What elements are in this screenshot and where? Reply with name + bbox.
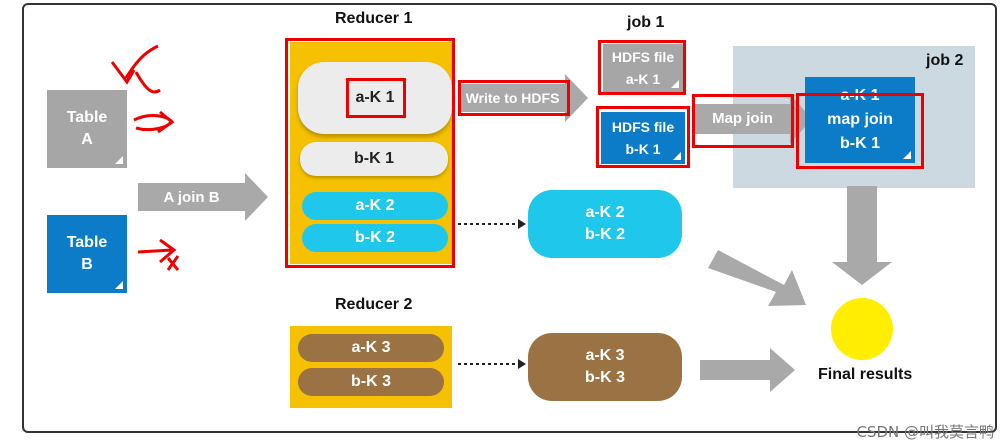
hdfs-file-b-key: b-K 1	[625, 141, 661, 157]
reducer1-item-bk1-label: b-K 1	[354, 150, 394, 167]
highlight-hdfs-file-b	[596, 106, 690, 168]
reducer1-item-ak2: a-K 2	[302, 192, 448, 220]
reducer1-item-bk2-label: b-K 2	[355, 229, 395, 246]
highlight-write-to-hdfs	[458, 80, 570, 116]
reducer2-item-ak3: a-K 3	[298, 334, 444, 362]
annotation-check-mark	[110, 44, 161, 94]
output-k2: a-K 2 b-K 2	[528, 190, 682, 258]
highlight-reducer1	[285, 38, 455, 268]
a-join-b-label: A join B	[163, 188, 220, 206]
output-k2-b: b-K 2	[585, 226, 625, 243]
table-a: Table A	[47, 90, 127, 168]
output-k2-a: a-K 2	[585, 204, 625, 221]
reducer1-item-bk1: b-K 1	[300, 142, 448, 176]
job2-line-mapjoin: map join	[827, 111, 893, 128]
hdfs-file-b: HDFS file b-K 1	[601, 112, 685, 164]
table-a-label: Table A	[66, 109, 108, 148]
write-to-hdfs-arrow	[460, 74, 588, 122]
reducer2-item-bk3-label: b-K 3	[351, 373, 391, 390]
output-k3: a-K 3 b-K 3	[528, 333, 682, 401]
reducer1-item-bk2: b-K 2	[302, 224, 448, 252]
output-k3-b: b-K 3	[585, 369, 625, 386]
job2-down-arrow	[832, 186, 892, 285]
a-join-b-arrow	[138, 173, 268, 221]
watermark: CSDN @叫我莫言鸭	[856, 423, 994, 441]
reducer1-item-ak1: a-K 1	[298, 62, 452, 134]
output-k3-a: a-K 3	[585, 347, 625, 364]
map-join-label: Map join	[712, 109, 773, 127]
highlight-ak1	[346, 78, 406, 118]
annotation-arrow-b	[137, 238, 180, 271]
highlight-map-join	[692, 94, 794, 148]
job2-title: job 2	[926, 52, 964, 69]
hdfs-file-a: HDFS file a-K 1	[603, 44, 683, 92]
highlight-hdfs-file-a	[598, 40, 686, 95]
reducer1-item-ak1-label: a-K 1	[355, 89, 395, 106]
hdfs-file-a-title: HDFS file	[611, 49, 675, 65]
job1-title: job 1	[627, 14, 665, 31]
map-join-arrow	[695, 94, 812, 144]
final-results-circle	[831, 298, 893, 360]
k2-final-arrow	[708, 250, 806, 306]
table-b: Table B	[47, 215, 127, 293]
hdfs-file-b-title: HDFS file	[611, 119, 675, 135]
table-b-label: Table B	[66, 234, 108, 273]
reducer1-title: Reducer 1	[335, 10, 413, 27]
diagram-frame	[22, 3, 997, 433]
job2-line-bk1: b-K 1	[840, 135, 880, 152]
reducer2-title: Reducer 2	[335, 296, 413, 313]
write-to-hdfs-label: Write to HDFS	[465, 90, 560, 106]
annotation-arrow-a	[133, 110, 175, 134]
hdfs-file-a-key: a-K 1	[625, 71, 661, 87]
reducer2-item-bk3: b-K 3	[298, 368, 444, 396]
dotted-arrow-k3-head	[518, 359, 526, 369]
reducer2-item-ak3-label: a-K 3	[351, 339, 391, 356]
final-results-label: Final results	[818, 366, 913, 383]
job2-map-join-box: a-K 1 map join b-K 1	[805, 77, 915, 163]
reducer1-item-ak2-label: a-K 2	[355, 197, 395, 214]
highlight-job2-box	[796, 93, 924, 169]
k3-final-arrow	[700, 348, 795, 392]
dotted-arrow-k2-head	[518, 219, 526, 229]
